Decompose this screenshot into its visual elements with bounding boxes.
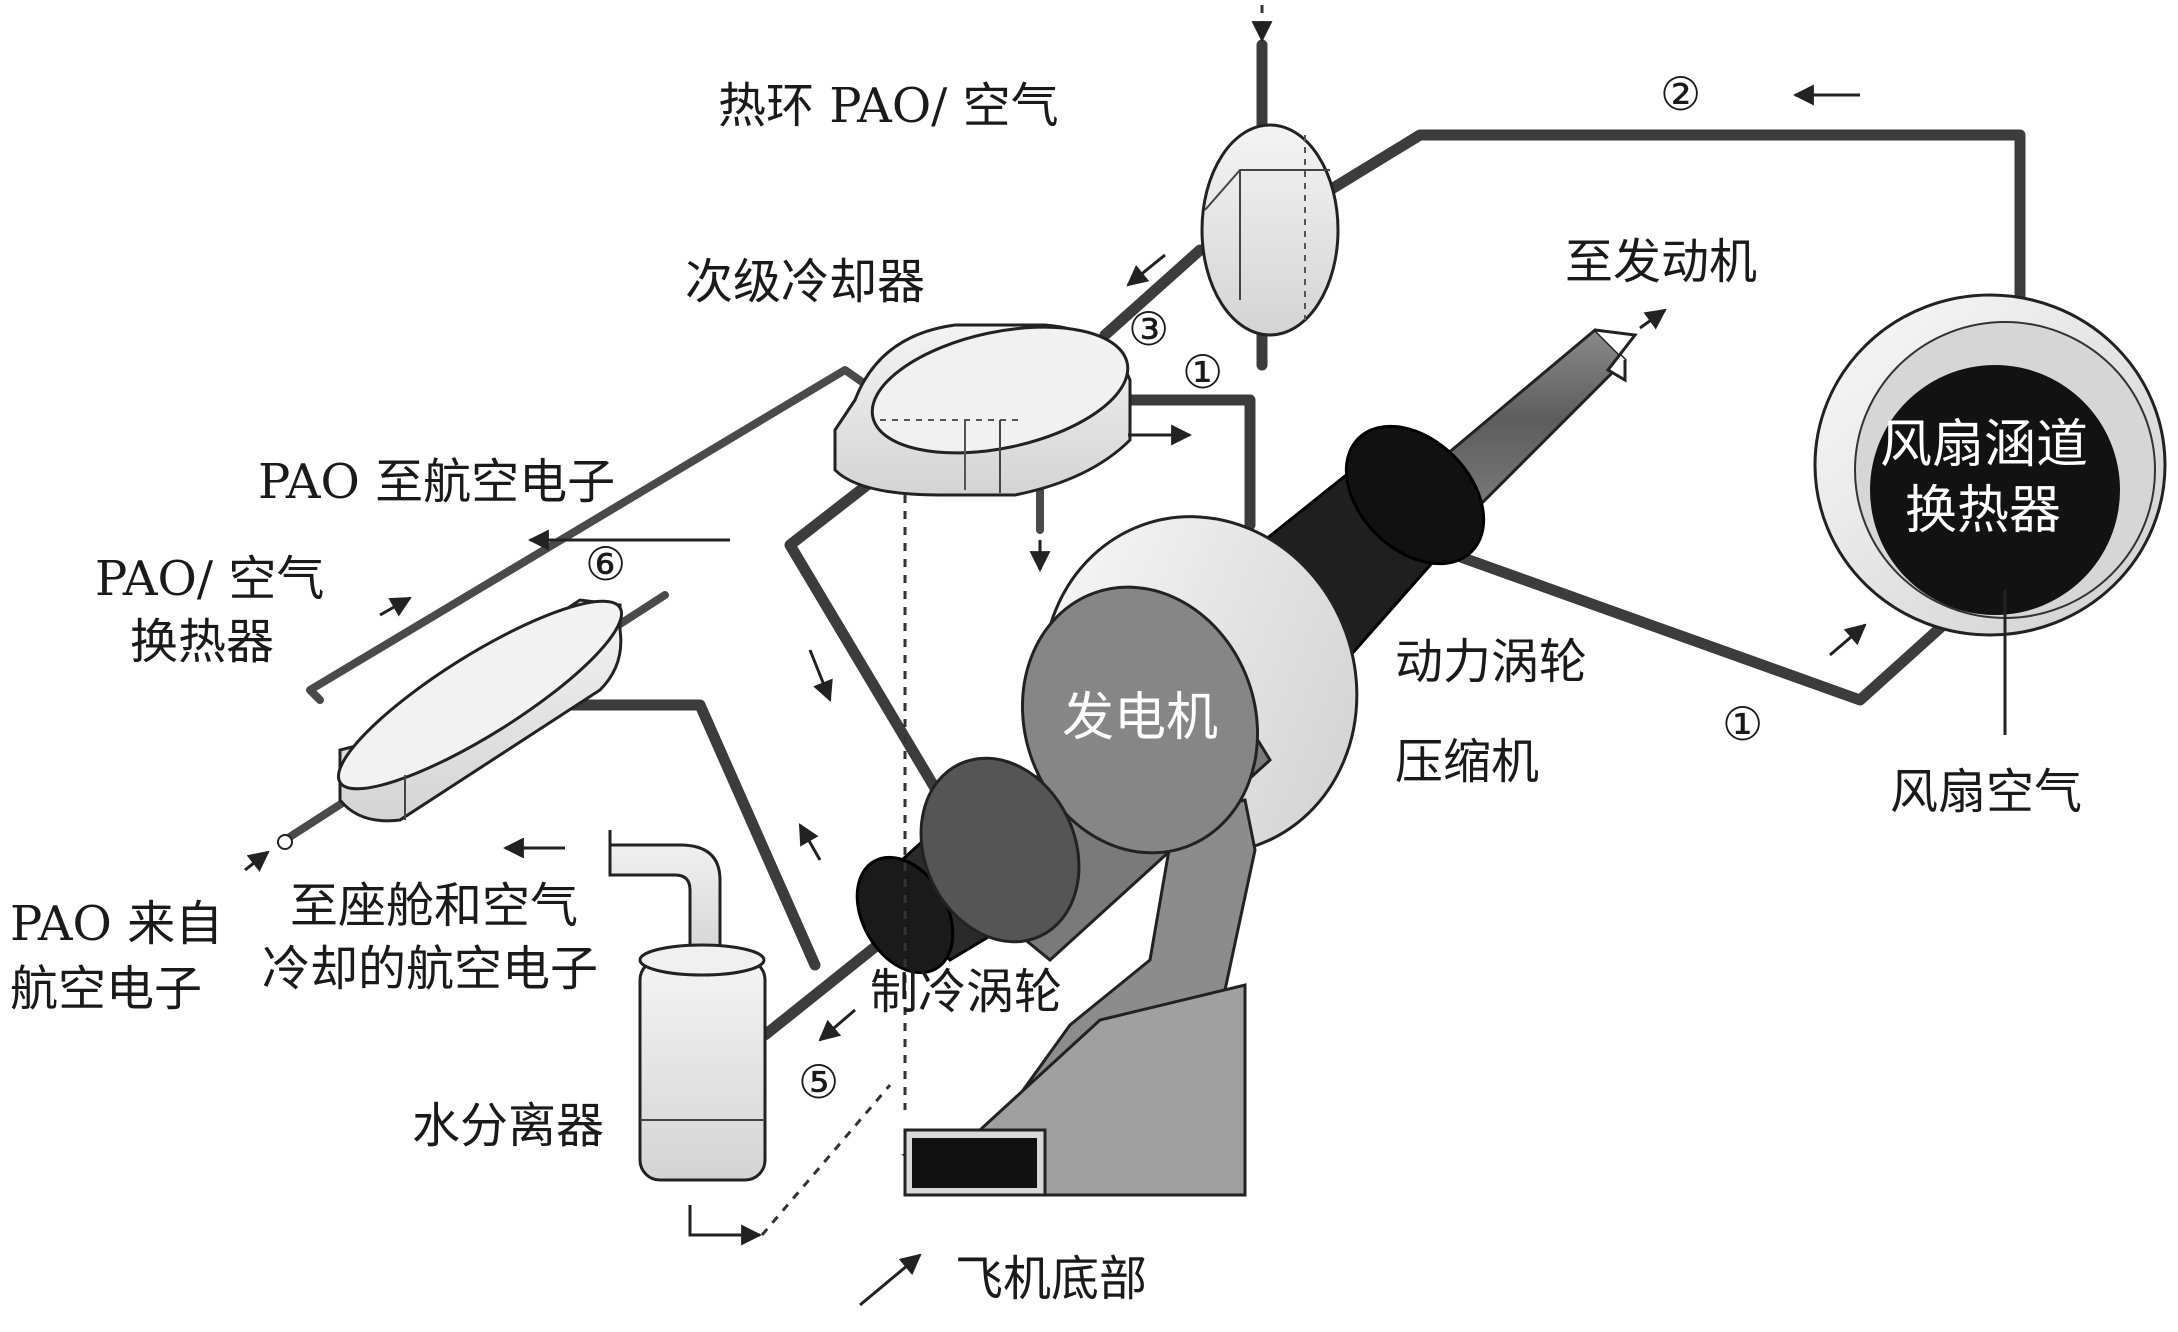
fan-air-label: 风扇空气 [1890,764,2082,820]
aircraft-bottom-arrow [859,1253,922,1307]
fan-hx-label-line1: 风扇涵道 [1880,415,2088,475]
fan-duct-heat-exchanger [1813,293,2167,637]
marker-3: ③ [1128,302,1169,356]
separator-up-arrow [798,823,822,861]
loop-2-pipe [1324,129,2026,316]
pao-from-avionics-arrow [244,850,270,872]
marker-6: ⑥ [585,537,626,591]
to-engine-arrow [1639,308,1667,330]
to-engine-label: 至发动机 [1565,234,1757,290]
to-cockpit-label-line2: 冷却的航空电子 [262,941,598,997]
pao-air-hx-label-line2: 换热器 [130,614,274,670]
pao-from-avionics-label-line1: PAO 来自 [10,896,223,952]
compressor-label: 压缩机 [1395,734,1539,790]
marker-1-fan: ① [1722,697,1763,751]
loop-1-cooler-pipe [1094,394,1256,531]
fan-hx-label-line2: 换热器 [1905,481,2061,541]
cooling-turbine [855,756,1081,975]
hx-to-separator-pipe [549,699,821,971]
pao-air-hx-label-line1: PAO/ 空气 [95,551,324,607]
to-cockpit-label-line1: 至座舱和空气 [290,878,578,934]
hx-to-cooler-pipe [1099,244,1206,341]
secondary-cooler [833,323,1132,497]
cooling-turbine-label: 制冷涡轮 [870,964,1062,1020]
hot-loop-heat-exchanger [1200,123,1340,337]
marker-2: ② [1660,67,1701,121]
secondary-cooler-label: 次级冷却器 [685,254,925,310]
air-inlet-duct [901,798,1257,1197]
separator-out-arrow [818,1008,856,1042]
pao-from-avionics-label-line2: 航空电子 [10,961,202,1017]
water-separator [608,830,767,1182]
turbine-return-arrow [808,649,833,702]
hot-loop-label: 热环 PAO/ 空气 [718,78,1059,134]
pao-air-heat-exchanger [277,598,624,850]
loop-1-arrow [1829,623,1867,657]
marker-5: ⑤ [798,1055,839,1109]
pao-hx-in-arrow [379,596,412,617]
water-separator-label: 水分离器 [412,1098,604,1154]
separator-drain-arrow [688,1205,763,1246]
cooler-to-turbine-pipe [784,469,966,836]
pao-to-avionics-label: PAO 至航空电子 [258,454,615,510]
power-turbine-label: 动力涡轮 [1395,634,1587,690]
aircraft-bottom-label: 飞机底部 [955,1251,1147,1307]
loop-1-fan-pipe [1449,549,1966,706]
hx-to-cooler-arrow [1126,253,1166,287]
drain-dash-line [760,1084,892,1236]
generator-label: 发电机 [1062,688,1218,748]
marker-1-cooler: ① [1182,345,1223,399]
